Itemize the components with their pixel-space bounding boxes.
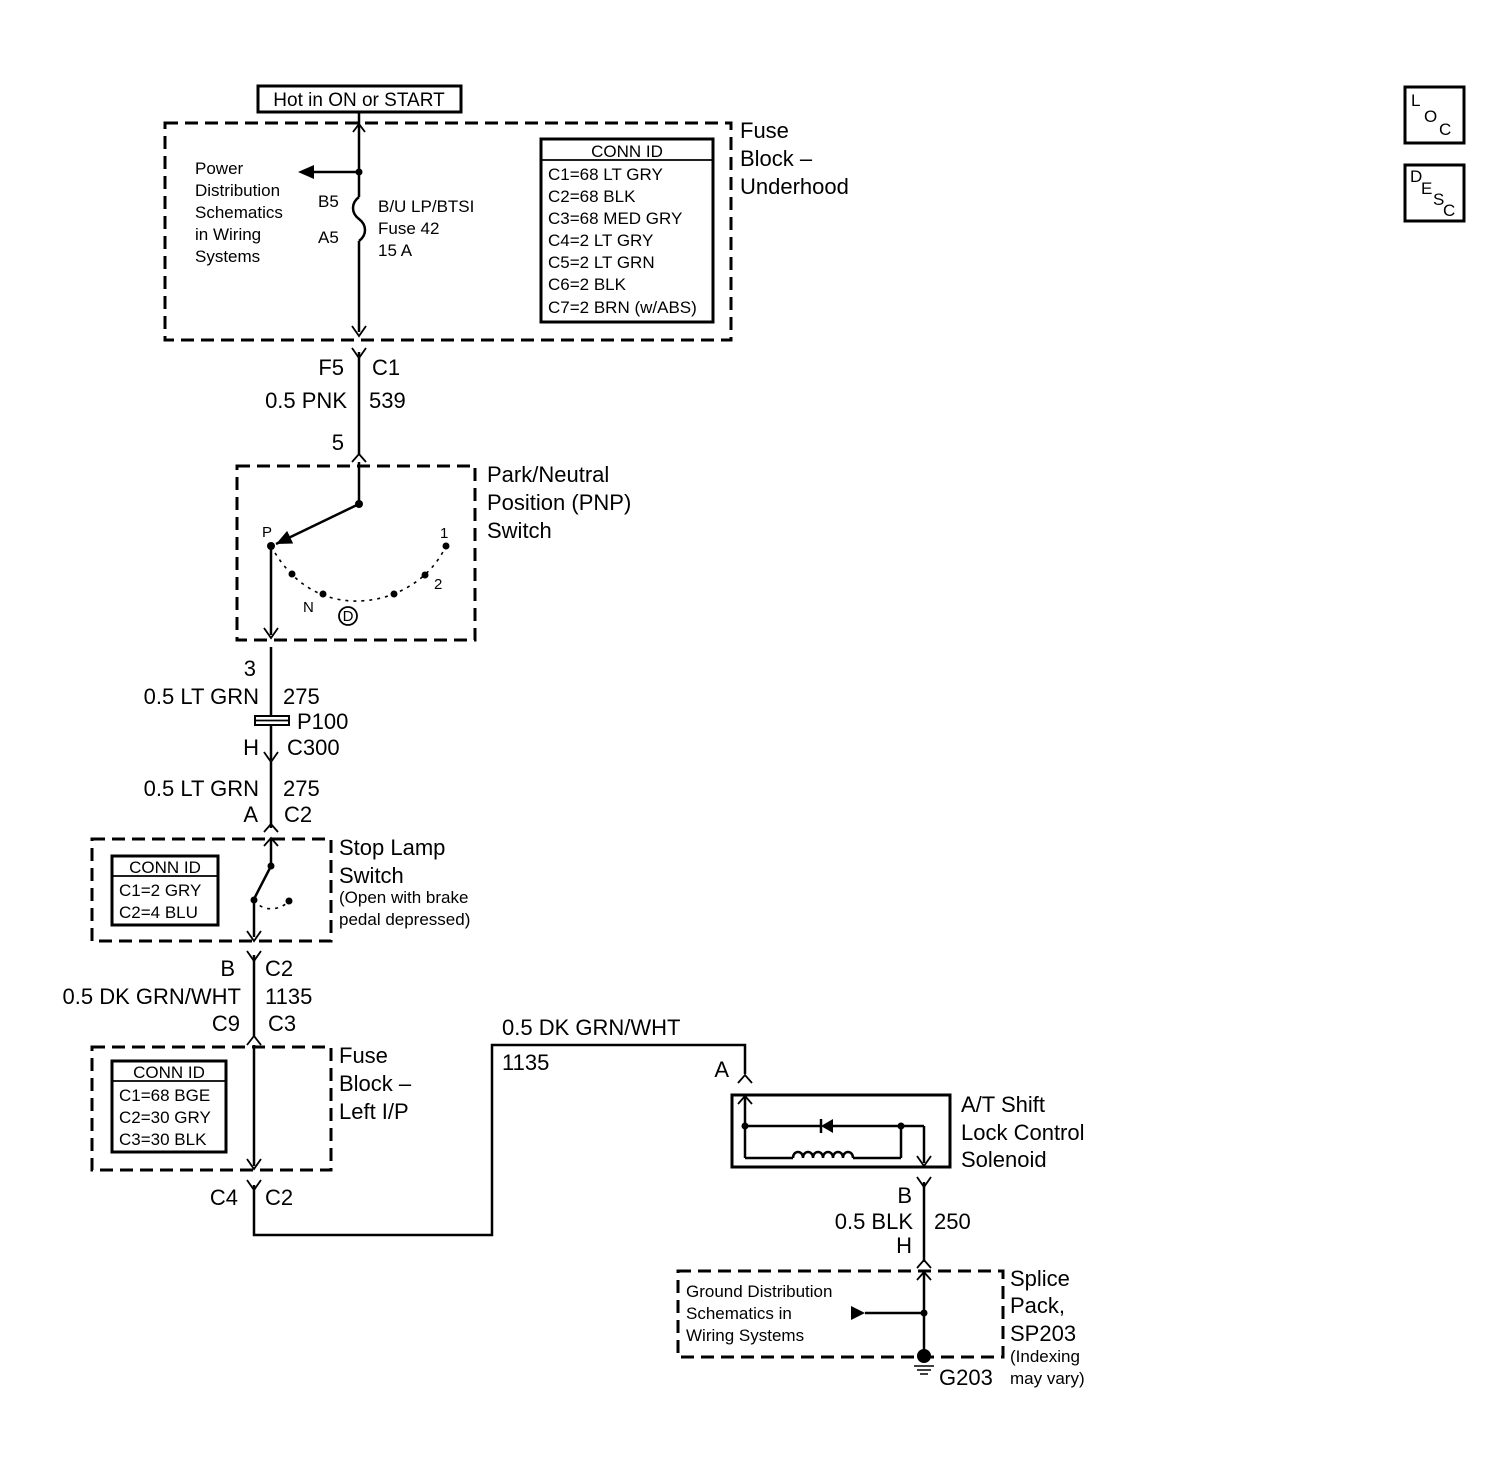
svg-text:A: A — [243, 802, 258, 827]
svg-text:C: C — [1439, 120, 1451, 139]
conn-id-table-underhood: CONN ID C1=68 LT GRY C2=68 BLK C3=68 MED… — [539, 137, 715, 324]
svg-text:C1: C1 — [372, 355, 400, 380]
feed-label: Hot in ON or START — [273, 90, 445, 111]
svg-text:250: 250 — [934, 1209, 971, 1234]
coil-icon — [791, 1150, 855, 1159]
splice-pack: Splice Pack, SP203 (Indexing may vary) G… — [676, 1266, 1085, 1390]
svg-text:C300: C300 — [287, 735, 340, 760]
svg-text:B: B — [220, 956, 235, 981]
svg-text:D: D — [1410, 167, 1422, 186]
ground-distribution-ref: Ground Distribution Schematics in Wiring… — [686, 1282, 837, 1345]
svg-text:1135: 1135 — [502, 1050, 549, 1075]
svg-text:C2: C2 — [265, 1185, 293, 1210]
conn-id-table-stop-lamp: CONN ID C1=2 GRY C2=4 BLU — [110, 854, 220, 927]
svg-text:B: B — [897, 1183, 912, 1208]
svg-text:F5: F5 — [318, 355, 344, 380]
splice-pack-title: Splice Pack, SP203 — [1010, 1266, 1076, 1346]
svg-text:5: 5 — [332, 430, 344, 455]
svg-text:C3: C3 — [268, 1011, 296, 1036]
pnp-switch: Park/Neutral Position (PNP) Switch P N D… — [235, 462, 637, 642]
fuse-block-underhood-title: Fuse Block – Underhood — [740, 118, 849, 199]
svg-text:539: 539 — [369, 388, 406, 413]
svg-text:H: H — [896, 1233, 912, 1258]
svg-text:0.5 PNK: 0.5 PNK — [265, 388, 347, 413]
fuse-block-left-ip: Fuse Block – Left I/P CONN ID C1=68 BGE … — [90, 1043, 417, 1172]
solenoid-title: A/T Shift Lock Control Solenoid — [961, 1092, 1091, 1172]
svg-text:CONN ID: CONN ID — [133, 1063, 205, 1082]
svg-text:1135: 1135 — [265, 984, 312, 1009]
svg-text:0.5 BLK: 0.5 BLK — [835, 1209, 914, 1234]
ground-point-icon — [917, 1349, 931, 1363]
loc-button[interactable]: L O C — [1403, 85, 1466, 145]
svg-text:P: P — [262, 524, 272, 541]
svg-text:C4: C4 — [210, 1185, 238, 1210]
stop-lamp-switch-title: Stop Lamp Switch — [339, 835, 452, 888]
wire-250: B 0.5 BLK 250 H — [835, 1176, 971, 1269]
svg-text:C1=2 GRY C2=4 BLU: C1=2 GRY C2=4 BLU — [119, 881, 206, 922]
fuse-pin-b5: B5 — [318, 192, 339, 211]
svg-text:275: 275 — [283, 776, 320, 801]
solenoid: A/T Shift Lock Control Solenoid — [730, 1092, 1091, 1172]
svg-text:L: L — [1411, 91, 1420, 110]
conn-id-table-left-ip: CONN ID C1=68 BGE C2=30 GRY C3=30 BLK — [110, 1059, 228, 1154]
svg-text:O: O — [1424, 107, 1437, 126]
fuse-pin-a5: A5 — [318, 228, 339, 247]
svg-text:1: 1 — [440, 525, 448, 542]
splice-pack-note: (Indexing may vary) — [1010, 1347, 1085, 1388]
fuse-icon — [351, 196, 367, 242]
wire-1135: B C2 0.5 DK GRN/WHT 1135 C9 C3 — [63, 950, 312, 1046]
svg-text:2: 2 — [434, 576, 442, 593]
ground-label: G203 — [939, 1365, 993, 1390]
power-ref-arrow-icon — [298, 165, 314, 179]
fuse-label: B/U LP/BTSI Fuse 42 15 A — [378, 197, 479, 260]
svg-text:3: 3 — [244, 656, 256, 681]
svg-text:0.5 DK GRN/WHT: 0.5 DK GRN/WHT — [63, 984, 241, 1009]
svg-text:H: H — [243, 735, 259, 760]
svg-text:C9: C9 — [212, 1011, 240, 1036]
svg-text:0.5 LT GRN: 0.5 LT GRN — [144, 684, 259, 709]
svg-text:S: S — [1433, 190, 1444, 209]
power-feed: Hot in ON or START — [256, 84, 463, 133]
svg-text:C: C — [1443, 201, 1455, 220]
svg-text:0.5 DK GRN/WHT: 0.5 DK GRN/WHT — [502, 1015, 680, 1040]
fuse-block-left-ip-title: Fuse Block – Left I/P — [339, 1043, 417, 1124]
svg-text:C2: C2 — [265, 956, 293, 981]
svg-text:0.5 LT GRN: 0.5 LT GRN — [144, 776, 259, 801]
svg-text:C1=68 LT GRY C2=68 BLK: C1=68 LT GRY C2=68 BLK C3=68 MED GRY C4=… — [548, 165, 697, 317]
desc-button[interactable]: D E S C — [1403, 163, 1466, 223]
stop-lamp-switch: Stop Lamp Switch (Open with brake pedal … — [90, 835, 473, 943]
svg-text:A: A — [714, 1057, 729, 1082]
svg-text:D: D — [343, 608, 354, 625]
svg-text:E: E — [1421, 179, 1432, 198]
fuse-block-underhood: Fuse Block – Underhood Power Distributio… — [163, 118, 849, 342]
diode-icon — [821, 1119, 833, 1133]
svg-text:CONN ID: CONN ID — [591, 142, 663, 161]
svg-text:CONN ID: CONN ID — [129, 858, 201, 877]
wire-539: F5 C1 0.5 PNK 539 5 — [265, 347, 406, 463]
wire-1135-b: C4 C2 0.5 DK GRN/WHT 1135 A — [210, 1015, 753, 1237]
svg-text:N: N — [303, 599, 314, 616]
stop-lamp-switch-note: (Open with brake pedal depressed) — [339, 888, 473, 929]
pnp-switch-title: Park/Neutral Position (PNP) Switch — [487, 462, 637, 543]
svg-text:P100: P100 — [297, 709, 348, 734]
power-distribution-ref: Power Distribution Schematics in Wiring … — [195, 159, 288, 266]
svg-text:275: 275 — [283, 684, 320, 709]
svg-text:C2: C2 — [284, 802, 312, 827]
svg-text:C1=68 BGE C2=30 GRY: C1=68 BGE C2=30 GRY C3=30 BLK — [119, 1086, 215, 1149]
ground-ref-arrow-icon — [851, 1306, 865, 1320]
wire-275: 3 0.5 LT GRN 275 P100 H C300 0.5 LT GRN … — [144, 647, 348, 833]
